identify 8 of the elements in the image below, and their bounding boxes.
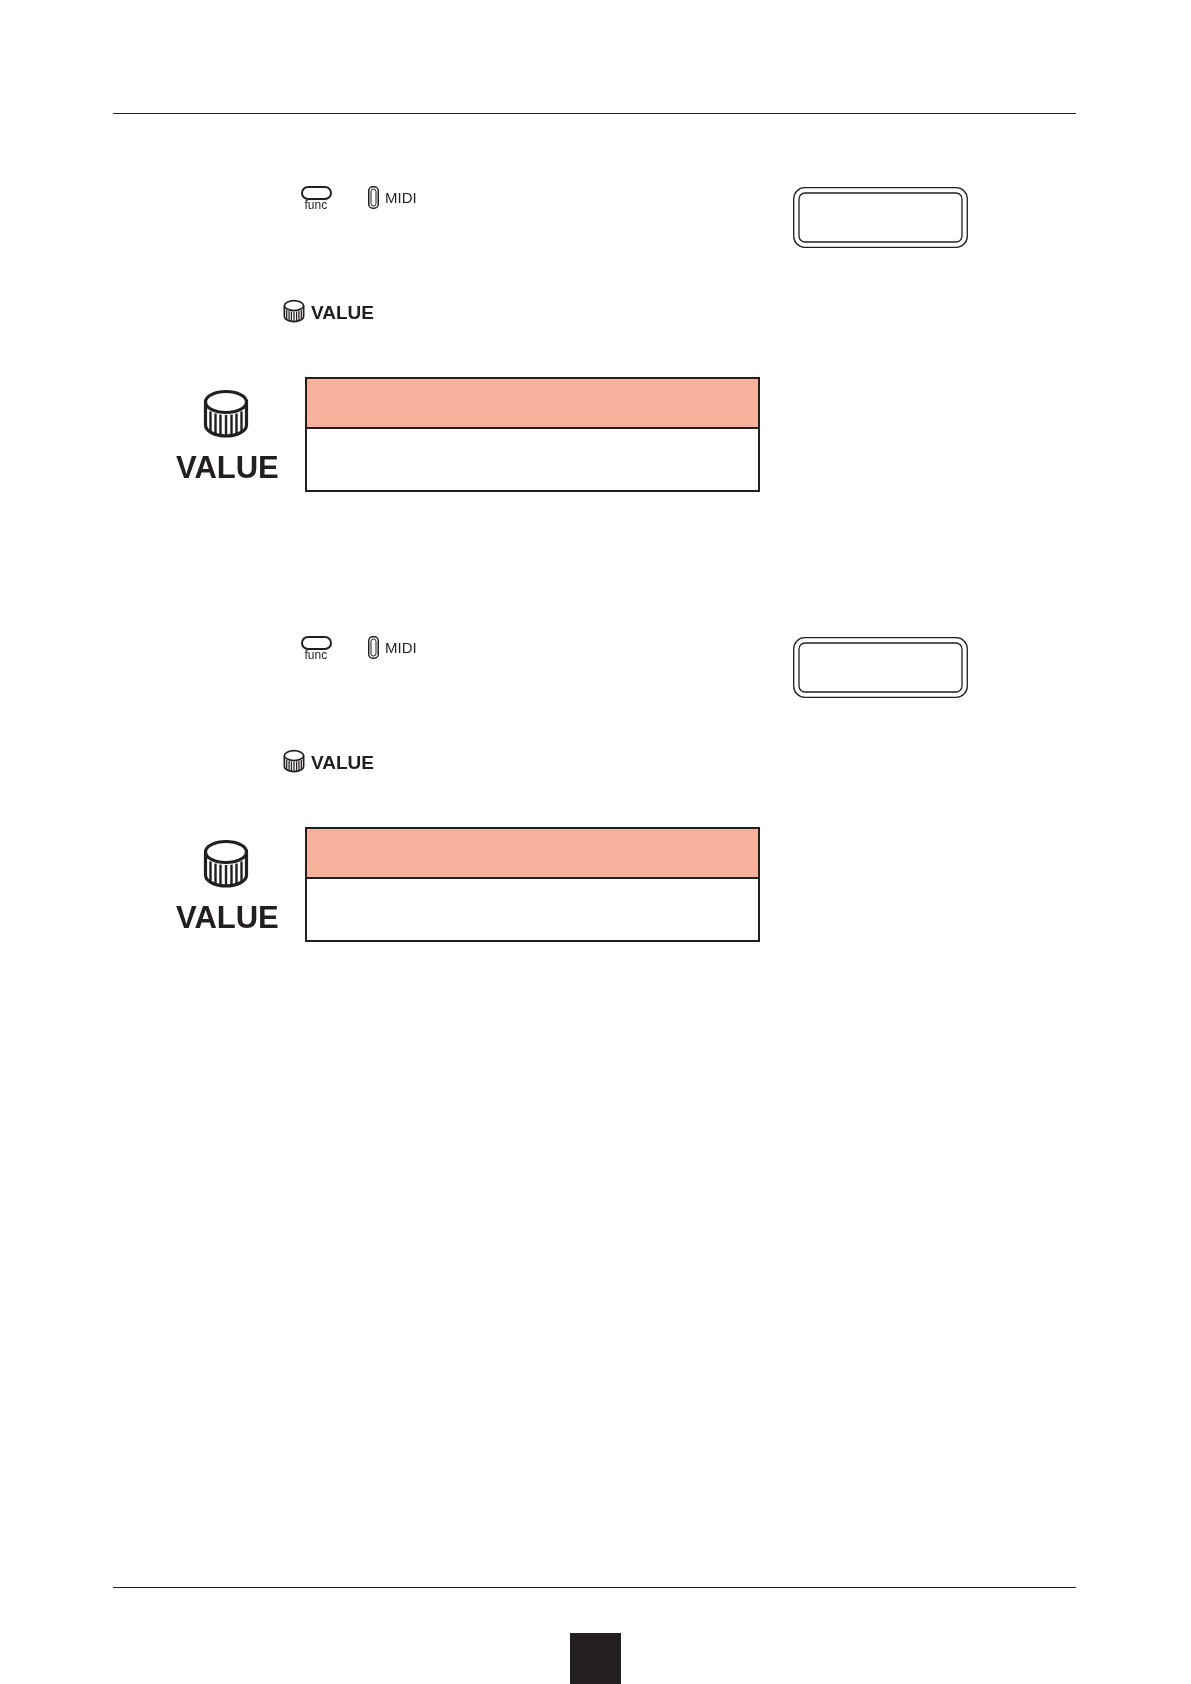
knob-label: VALUE bbox=[176, 901, 279, 933]
knob-label: VALUE bbox=[311, 752, 374, 772]
indicator-label: MIDI bbox=[385, 639, 417, 655]
knob-label: VALUE bbox=[311, 302, 374, 322]
knob-label: VALUE bbox=[176, 451, 279, 483]
button-label: func bbox=[304, 648, 328, 661]
button-label: func bbox=[304, 198, 328, 211]
indicator-label: MIDI bbox=[385, 189, 417, 205]
